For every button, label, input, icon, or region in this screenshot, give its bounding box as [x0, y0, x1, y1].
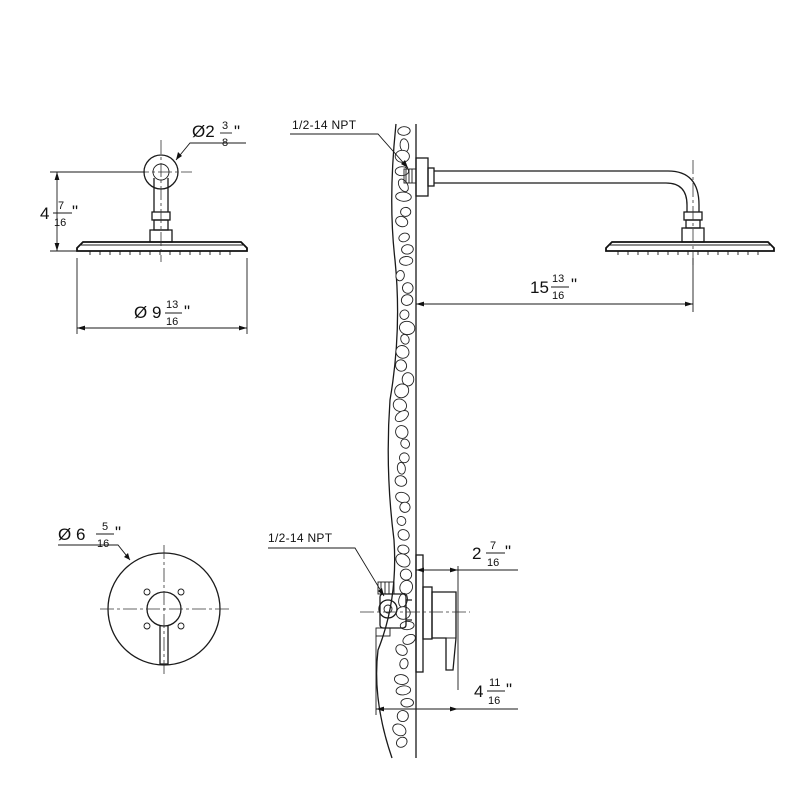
wall-stone	[394, 475, 408, 487]
wall-stone	[399, 658, 409, 670]
svg-text:4: 4	[474, 682, 483, 701]
wall-stone	[395, 345, 410, 359]
wall-stone	[402, 282, 414, 294]
wall-stone	[396, 516, 407, 526]
wall-stone	[394, 383, 410, 399]
wall-stone	[395, 606, 411, 620]
wall-stone	[397, 544, 410, 555]
trim-plate-front-view: Ø 6 5 16 "	[58, 521, 230, 675]
wall-stone	[393, 674, 409, 685]
wall-stone	[395, 685, 412, 696]
valve-side-view: 1/2-14 NPT 2 7 16 " 4 11 16 "	[268, 531, 518, 715]
svg-text:15: 15	[530, 278, 549, 297]
valve-depth-dim: 4 11 16 "	[474, 677, 512, 707]
svg-text:Ø 6: Ø 6	[58, 525, 85, 544]
svg-text:2: 2	[472, 544, 481, 563]
svg-text:": "	[234, 122, 240, 141]
trim-diameter-dim: Ø 6 5 16 "	[58, 521, 121, 550]
svg-text:4: 4	[40, 204, 49, 223]
side-shower-head-plate	[605, 241, 775, 252]
shower-arm-side-view: 1/2-14 NPT 15 13 16 "	[290, 118, 775, 312]
wall-stone	[395, 491, 410, 504]
head-height-dim: 4 7 16 "	[40, 200, 78, 229]
svg-text:7: 7	[58, 200, 64, 212]
wall-stone	[398, 232, 410, 243]
wall-stone	[400, 206, 412, 217]
wall-stone	[395, 644, 408, 656]
svg-text:": "	[184, 302, 190, 321]
wall-stone	[395, 270, 405, 282]
wall-stone	[402, 633, 416, 645]
svg-text:3: 3	[222, 120, 228, 132]
svg-text:Ø2: Ø2	[192, 122, 215, 141]
wall-stone	[399, 309, 410, 320]
wall-stone	[400, 333, 410, 345]
svg-text:": "	[72, 202, 78, 221]
svg-text:16: 16	[488, 695, 500, 707]
wall-stone	[394, 166, 410, 177]
arm-reach-dim: 15 13 16 "	[530, 273, 577, 302]
svg-text:16: 16	[97, 538, 109, 550]
valve-thread-label: 1/2-14 NPT	[268, 531, 333, 545]
svg-text:13: 13	[166, 299, 178, 311]
trim-depth-dim: 2 7 16 "	[472, 540, 511, 569]
svg-text:": "	[115, 523, 121, 542]
wall-stone	[396, 736, 408, 748]
wall-stone	[392, 398, 407, 412]
arm-thread-label: 1/2-14 NPT	[292, 118, 357, 132]
wall-stone	[395, 553, 411, 568]
wall-section	[376, 123, 417, 759]
svg-text:16: 16	[552, 290, 564, 302]
wall-stone	[399, 320, 416, 336]
svg-text:Ø 9: Ø 9	[134, 303, 161, 322]
shower-head-front-view: Ø2 3 8 " 4 7 16 " Ø 9 13 16 "	[40, 120, 248, 334]
wall-stone	[396, 710, 409, 723]
svg-text:7: 7	[490, 540, 496, 552]
wall-stone	[399, 620, 415, 631]
svg-text:8: 8	[222, 137, 228, 149]
svg-text:5: 5	[102, 521, 108, 533]
wall-stone	[399, 568, 413, 581]
head-width-dim: Ø 9 13 16 "	[134, 299, 190, 328]
wall-stone	[395, 359, 408, 372]
shower-arm-pipe	[434, 170, 700, 212]
wall-stone	[401, 372, 415, 387]
svg-text:": "	[571, 275, 577, 294]
wall-stone	[399, 501, 411, 513]
wall-stone	[395, 215, 409, 228]
flange-diameter-dim: Ø2 3 8 "	[192, 120, 240, 149]
wall-stone	[400, 294, 414, 306]
svg-text:16: 16	[487, 557, 499, 569]
wall-stone	[397, 178, 409, 193]
wall-stone	[400, 697, 414, 708]
wall-stone	[394, 410, 409, 423]
svg-text:13: 13	[552, 273, 564, 285]
wall-stone	[397, 126, 411, 136]
svg-text:16: 16	[166, 316, 178, 328]
wall-stone	[401, 244, 414, 255]
wall-stone	[399, 452, 410, 464]
svg-text:": "	[505, 542, 511, 561]
valve-handle-side	[431, 591, 457, 671]
wall-stone	[399, 256, 414, 266]
wall-stone	[395, 425, 409, 439]
wall-stone	[397, 529, 410, 541]
arm-wall-flange	[415, 157, 429, 197]
trim-plate-side	[415, 554, 424, 673]
wall-stone	[394, 149, 410, 163]
wall-stone	[396, 461, 406, 475]
svg-text:": "	[506, 680, 512, 699]
wall-stone	[395, 191, 412, 202]
svg-text:11: 11	[489, 677, 500, 689]
shower-head-plate	[76, 241, 248, 252]
wall-stone	[400, 438, 411, 449]
wall-stone	[392, 723, 407, 737]
svg-text:16: 16	[54, 217, 66, 229]
